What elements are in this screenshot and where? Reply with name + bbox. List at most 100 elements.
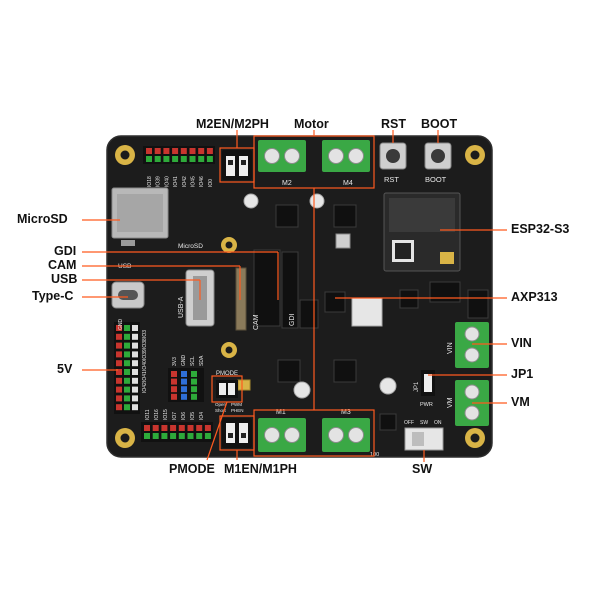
header-pin	[189, 156, 196, 162]
header-pin	[181, 393, 187, 400]
header-pin	[189, 148, 196, 154]
header-pin	[132, 386, 138, 393]
io-pin-label: IO7	[172, 412, 178, 420]
io-pin-label: IO42	[142, 382, 148, 393]
bottom-io-header	[141, 422, 213, 442]
header-pin	[116, 351, 122, 358]
rst-button	[379, 142, 407, 170]
header-pin	[116, 404, 122, 411]
header-pin	[132, 325, 138, 331]
io-pin-label: IO39	[156, 176, 162, 187]
header-pin	[171, 393, 177, 400]
board-components	[237, 193, 489, 431]
label-jp1: JP1	[511, 367, 534, 381]
header-pin	[191, 386, 197, 393]
label-gdi: GDI	[54, 244, 77, 258]
silk-off: OFF	[404, 420, 414, 426]
top-io-header	[143, 146, 215, 164]
header-pin	[116, 342, 122, 349]
header-pin	[124, 395, 130, 402]
power-switch	[404, 427, 444, 451]
header-pin	[204, 433, 211, 439]
header-pin	[191, 393, 197, 400]
pmode-pin-label: PHEN	[231, 408, 244, 413]
label-vm: VM	[511, 395, 530, 409]
header-pin	[187, 433, 194, 439]
motor-terminal-m3	[322, 418, 370, 452]
label-5v: 5V	[57, 362, 73, 376]
io-pin-label: IO18	[147, 176, 153, 187]
io-pin-label: IO5	[190, 412, 196, 420]
label-cam: CAM	[48, 258, 77, 272]
label-rst: RST	[381, 117, 406, 131]
header-pin	[198, 148, 205, 154]
i2c-pin-label: GND	[181, 355, 187, 367]
io-pin-label: IO39	[142, 349, 148, 360]
io-pin-label: IO46	[199, 176, 205, 187]
label-esp32-s3: ESP32-S3	[511, 222, 570, 236]
header-pin	[116, 333, 122, 340]
header-pin	[206, 148, 213, 154]
header-pin	[116, 377, 122, 384]
io-pin-label: IO0	[208, 179, 214, 187]
header-pin	[116, 386, 122, 393]
header-pin	[144, 425, 150, 431]
silk-m3: M3	[341, 409, 351, 416]
header-pin	[178, 433, 185, 439]
header-pin	[132, 351, 138, 358]
header-pin	[198, 156, 205, 162]
header-pin	[124, 377, 130, 384]
header-pin	[171, 378, 177, 385]
header-pin	[154, 156, 161, 162]
microsd-slot	[111, 187, 169, 246]
pmode-pin-label: PWM	[231, 402, 242, 407]
boot-button	[424, 142, 452, 170]
motor-terminal-m4	[322, 140, 370, 172]
header-pin	[124, 342, 130, 349]
header-pin	[132, 333, 138, 340]
jp1-jumper	[421, 370, 435, 396]
header-pin	[124, 404, 130, 411]
header-pin	[171, 386, 177, 393]
header-pin	[116, 395, 122, 402]
silk-m4: M4	[343, 180, 353, 187]
pmode-jumper	[216, 380, 238, 398]
callout-lines	[82, 130, 507, 462]
header-pin	[180, 148, 187, 154]
gnd-label: GND	[118, 319, 124, 331]
silk-gdi: GDI	[289, 314, 296, 327]
motor-terminal-m2	[258, 140, 306, 172]
mounting-holes	[115, 145, 485, 448]
header-pin	[124, 333, 130, 340]
label-motor: Motor	[294, 117, 329, 131]
header-pin	[181, 386, 187, 393]
label-usb: USB	[51, 272, 78, 286]
header-pin	[144, 433, 150, 439]
silk-jp1: JP1	[414, 381, 420, 392]
esp32-s3-module	[383, 192, 461, 272]
io-pin-label: IO38	[142, 338, 148, 349]
silk-vm: VM	[447, 397, 454, 408]
header-pin	[204, 425, 211, 431]
label-type-c: Type-C	[32, 289, 74, 303]
io-pin-label: IO41	[142, 371, 148, 382]
header-pin	[163, 148, 170, 154]
silk-on: ON	[434, 420, 442, 426]
header-pin	[154, 148, 161, 154]
header-pin	[172, 148, 179, 154]
label-vin: VIN	[511, 336, 532, 350]
header-pin	[191, 371, 197, 377]
silk-pmode: PMODE	[216, 371, 238, 377]
i2c-pin-label: SCL	[190, 356, 196, 366]
header-pin	[116, 360, 122, 367]
header-pin	[191, 378, 197, 385]
silk-m1: M1	[276, 409, 286, 416]
header-pin	[181, 371, 187, 377]
header-pin	[206, 156, 213, 162]
silk-usb-a: USB-A	[178, 296, 185, 318]
io-pin-label: IO41	[173, 176, 179, 187]
